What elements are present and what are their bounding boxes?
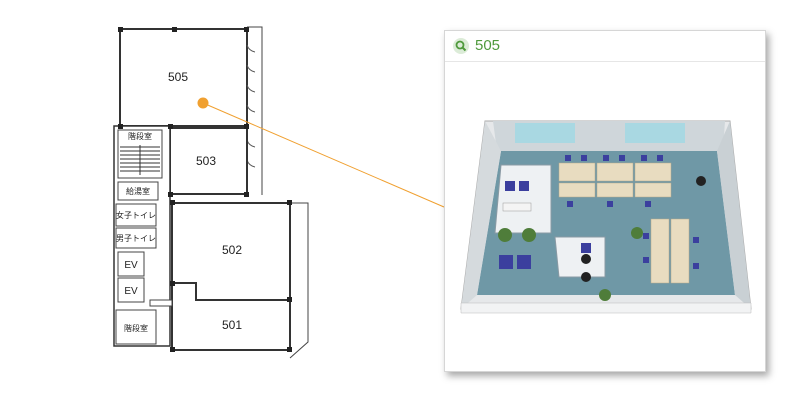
label-505: 505	[168, 70, 188, 84]
popup-title: 505	[475, 37, 501, 54]
stair-room-bottom	[115, 309, 157, 345]
label-stairs-top: 階段室	[128, 131, 152, 141]
label-503: 503	[196, 154, 216, 168]
label-kitchen: 給湯室	[126, 186, 150, 196]
room-505-marker[interactable]	[197, 97, 209, 109]
passage	[149, 299, 173, 307]
columns	[118, 27, 292, 352]
label-women-toilet: 女子トイレ	[116, 210, 156, 220]
office-3d-render	[460, 120, 752, 314]
room-503[interactable]	[169, 127, 248, 195]
men-toilet-room	[115, 227, 157, 249]
label-ev-1: EV	[124, 260, 138, 271]
search-icon[interactable]	[453, 38, 469, 54]
label-men-toilet: 男子トイレ	[116, 234, 156, 243]
kitchen-room	[117, 181, 159, 201]
label-502: 502	[222, 243, 242, 257]
stairs-icon	[120, 145, 160, 175]
room-505[interactable]	[119, 28, 248, 127]
women-toilet-room	[115, 203, 157, 227]
elevator-2	[117, 277, 145, 303]
corridor-outline-lower	[289, 202, 309, 359]
elevator-1	[117, 251, 145, 277]
leader-line	[202, 102, 445, 208]
popup-header: 505	[445, 31, 765, 62]
window-doors	[246, 44, 256, 168]
label-stairs-bottom: 階段室	[124, 323, 148, 333]
room-preview-popup: 505	[444, 30, 766, 372]
corridor-outline	[247, 26, 263, 195]
label-501: 501	[222, 318, 242, 332]
label-ev-2: EV	[124, 286, 138, 297]
